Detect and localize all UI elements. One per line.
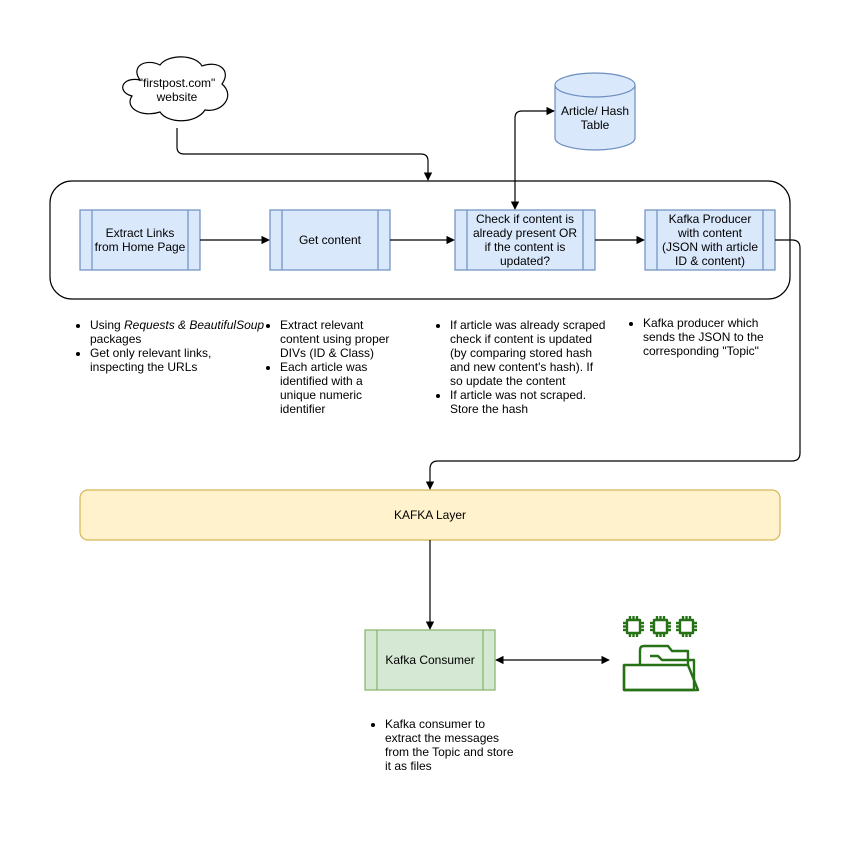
folder-with-chips-icon <box>622 616 700 692</box>
process-check-content <box>454 209 596 271</box>
chip-icon <box>650 616 671 637</box>
note-text: If article was already scraped check if … <box>450 318 606 388</box>
step-extract-links-label: Extract Links from Home Page <box>94 226 186 254</box>
notes-get-content: Extract relevant content using proper DI… <box>264 318 440 416</box>
note-item: Extract relevant content using proper DI… <box>280 318 440 360</box>
process-get-content <box>269 209 391 271</box>
note-text: Extract relevant content using proper DI… <box>280 318 390 360</box>
chip-icon <box>623 616 644 637</box>
step-check-content-label: Check if content is already present OR i… <box>472 212 578 268</box>
article-hash-table-db <box>554 72 636 151</box>
notes-extract-links: Using Requests & BeautifulSoup packages … <box>74 318 270 374</box>
note-text: Kafka producer which sends the JSON to t… <box>643 316 764 358</box>
process-kafka-consumer <box>364 629 496 691</box>
note-text: Get only relevant links, inspecting the … <box>90 346 212 374</box>
arrow-producer-to-kafka <box>425 239 801 490</box>
step-producer-label: Kafka Producer with content (JSON with a… <box>661 212 759 268</box>
note-text: Using <box>90 318 125 332</box>
note-item: Using Requests & BeautifulSoup packages <box>90 318 270 346</box>
website-cloud <box>122 56 229 122</box>
note-item: Get only relevant links, inspecting the … <box>90 346 270 374</box>
notes-consumer: Kafka consumer to extract the messages f… <box>369 717 555 773</box>
note-item: Kafka consumer to extract the messages f… <box>385 717 555 773</box>
note-text: Each article was identified with a uniqu… <box>280 360 368 416</box>
note-text: If article was not scraped. Store the ha… <box>450 388 587 416</box>
kafka-layer-label: KAFKA Layer <box>393 508 467 522</box>
note-item: If article was already scraped check if … <box>450 318 650 388</box>
note-text: packages <box>90 332 142 346</box>
step-get-content-label: Get content <box>298 233 362 247</box>
process-kafka-producer <box>644 209 776 271</box>
arrow-check-db-bidirectional <box>510 106 555 210</box>
note-item: Kafka producer which sends the JSON to t… <box>643 316 813 358</box>
process-extract-links <box>79 209 201 271</box>
db-label: Article/ Hash Table <box>560 104 630 132</box>
cloud-label: "firstpost.com" website <box>138 76 216 104</box>
folder-icon <box>622 644 700 692</box>
notes-producer: Kafka producer which sends the JSON to t… <box>627 316 813 358</box>
chip-icon <box>676 616 697 637</box>
note-item: If article was not scraped. Store the ha… <box>450 388 650 416</box>
kafka-consumer-label: Kafka Consumer <box>385 653 475 667</box>
arrow-cloud-to-pipeline <box>176 128 433 181</box>
note-item: Each article was identified with a uniqu… <box>280 360 440 416</box>
note-emphasis: Requests & BeautifulSoup <box>124 318 265 332</box>
note-text: Kafka consumer to extract the messages f… <box>385 717 514 773</box>
notes-check-content: If article was already scraped check if … <box>434 318 650 416</box>
